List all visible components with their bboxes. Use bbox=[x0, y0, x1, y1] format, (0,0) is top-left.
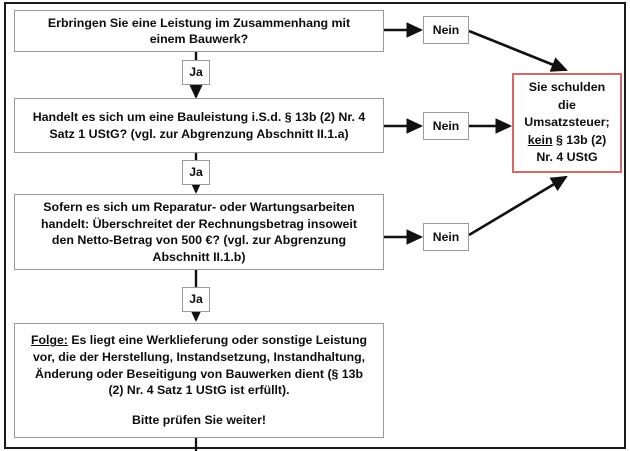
question-box-2[interactable]: Handelt es sich um eine Bauleistung i.S.… bbox=[14, 98, 384, 153]
page-frame bbox=[4, 2, 626, 449]
question-3-line-1: Sofern es sich um Reparatur- oder Wartun… bbox=[43, 200, 355, 214]
question-2-line-2: Satz 1 UStG? (vgl. zur Abgrenzung Abschn… bbox=[49, 126, 349, 141]
question-1-text: Erbringen Sie eine Leistung im Zusammenh… bbox=[15, 15, 383, 48]
result-line-3: Umsatzsteuer; bbox=[524, 115, 610, 130]
outcome-line-3: Änderung oder Beseitigung von Bauwerken … bbox=[35, 366, 363, 381]
question-3-line-2: handelt: Überschreitet der Rechnungsbetr… bbox=[40, 216, 358, 231]
question-1-line-2: einem Bauwerk? bbox=[149, 32, 249, 46]
result-box-umsatzsteuer[interactable]: Sie schulden die Umsatzsteuer; kein § 13… bbox=[512, 73, 622, 173]
outcome-box-folge[interactable]: Folge: Es liegt eine Werklieferung oder … bbox=[14, 323, 384, 438]
outcome-line-1: Es liegt eine Werklieferung oder sonstig… bbox=[67, 333, 367, 348]
result-line-2: die bbox=[558, 97, 576, 112]
outcome-call-to-action: Bitte prüfen Sie weiter! bbox=[132, 413, 266, 428]
outcome-line-2: vor, die der Herstellung, Instandsetzung… bbox=[32, 349, 366, 364]
question-box-3[interactable]: Sofern es sich um Reparatur- oder Wartun… bbox=[14, 194, 384, 270]
decision-ja-3[interactable]: Ja bbox=[182, 287, 210, 312]
decision-ja-1[interactable]: Ja bbox=[182, 60, 210, 85]
outcome-paragraph: Folge: Es liegt eine Werklieferung oder … bbox=[15, 332, 383, 399]
decision-nein-2[interactable]: Nein bbox=[423, 112, 469, 140]
decision-nein-1-label: Nein bbox=[432, 22, 460, 37]
decision-nein-3[interactable]: Nein bbox=[423, 223, 469, 251]
question-box-1[interactable]: Erbringen Sie eine Leistung im Zusammenh… bbox=[14, 10, 384, 52]
question-3-line-3: den Netto-Betrag von 500 €? (vgl. zur Ab… bbox=[51, 233, 347, 247]
outcome-label-folge: Folge: bbox=[31, 333, 68, 348]
outcome-line-4: (2) Nr. 4 Satz 1 UStG ist erfüllt). bbox=[108, 383, 290, 398]
result-line-5: Nr. 4 UStG bbox=[536, 150, 598, 165]
result-box-text: Sie schulden die Umsatzsteuer; kein § 13… bbox=[514, 79, 620, 167]
decision-ja-3-label: Ja bbox=[189, 292, 203, 307]
result-line-4-rest: § 13b (2) bbox=[552, 132, 607, 147]
result-kein-emphasis: kein bbox=[527, 132, 553, 147]
question-3-line-4: Abschnitt II.1.b) bbox=[152, 249, 246, 264]
decision-nein-1[interactable]: Nein bbox=[423, 16, 469, 44]
decision-nein-3-label: Nein bbox=[432, 229, 460, 244]
decision-ja-1-label: Ja bbox=[189, 65, 203, 80]
question-2-line-1: Handelt es sich um eine Bauleistung i.S.… bbox=[32, 110, 366, 124]
question-1-line-1: Erbringen Sie eine Leistung im Zusammenh… bbox=[47, 15, 351, 30]
decision-ja-2-label: Ja bbox=[189, 165, 203, 180]
question-2-text: Handelt es sich um eine Bauleistung i.S.… bbox=[15, 109, 383, 142]
decision-ja-2[interactable]: Ja bbox=[182, 160, 210, 185]
decision-nein-2-label: Nein bbox=[432, 118, 460, 133]
question-3-text: Sofern es sich um Reparatur- oder Wartun… bbox=[15, 199, 383, 265]
result-line-1: Sie schulden bbox=[528, 79, 606, 94]
